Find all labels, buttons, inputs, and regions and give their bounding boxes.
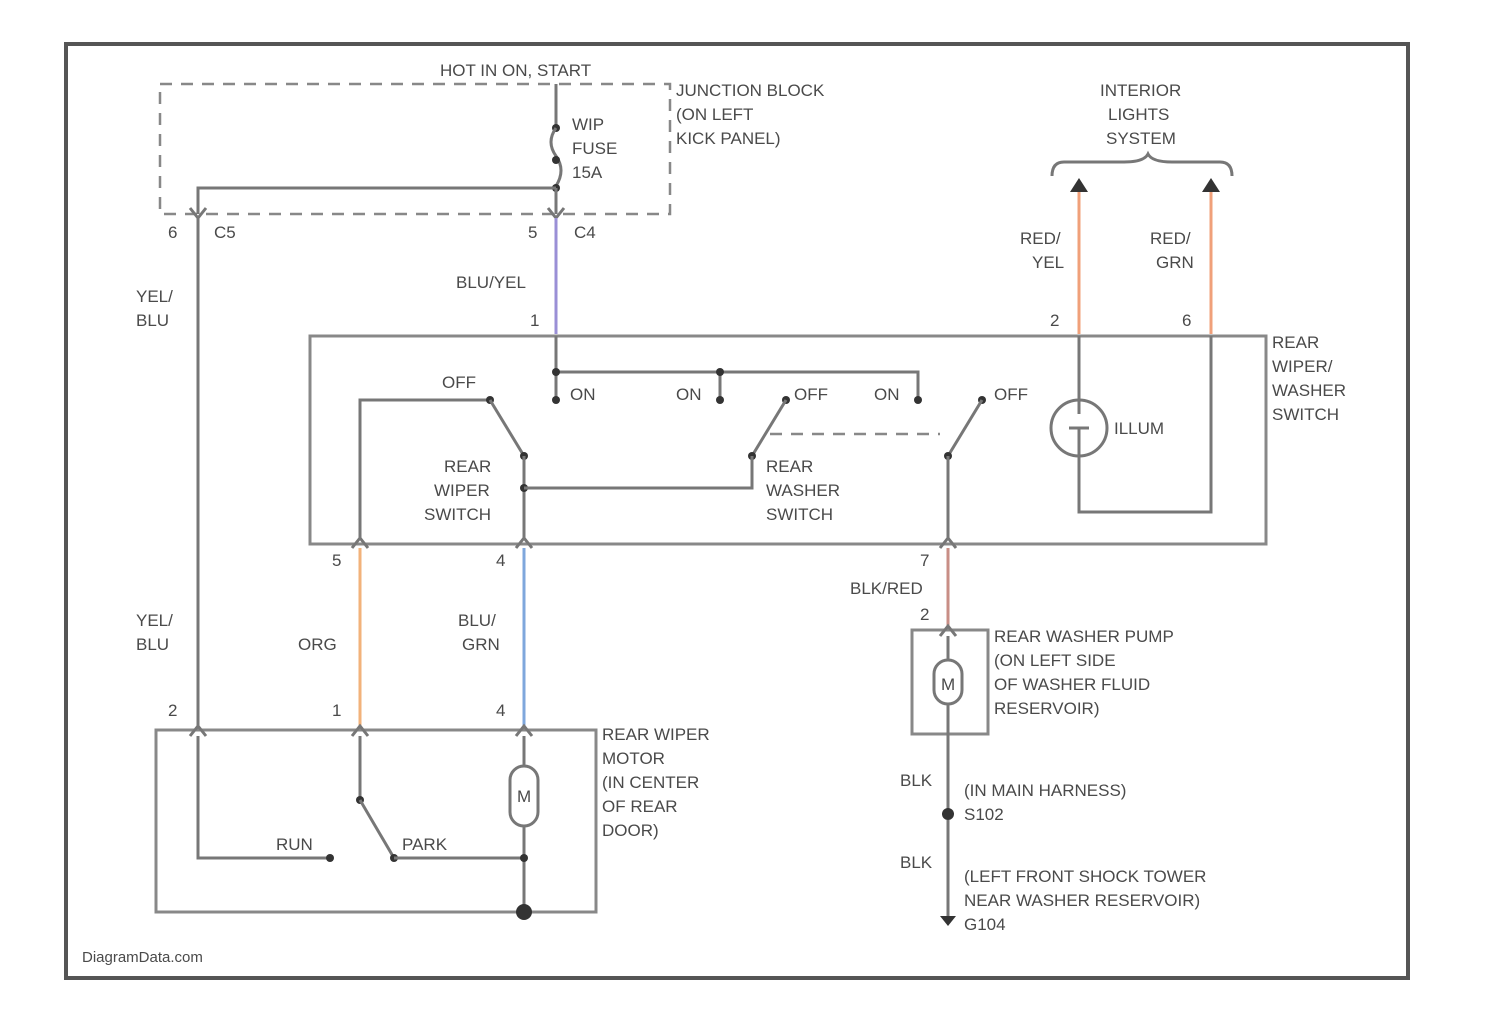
illum-label: ILLUM xyxy=(1114,419,1164,438)
pump-label-line4: RESERVOIR) xyxy=(994,699,1100,718)
bus-junction-1 xyxy=(552,368,560,376)
wiper-switch-blade xyxy=(490,400,524,456)
interior-lights-line3: SYSTEM xyxy=(1106,129,1176,148)
red-grn-line1: RED/ xyxy=(1150,229,1191,248)
watermark: DiagramData.com xyxy=(82,949,203,966)
blk-wire-1-label: BLK xyxy=(900,771,933,790)
connector-c5-label: C5 xyxy=(214,223,236,242)
switch-pin-1-label: 1 xyxy=(530,311,539,330)
pin-5-label: 5 xyxy=(528,223,537,242)
motor-ground-point xyxy=(516,904,532,920)
red-grn-line2: GRN xyxy=(1156,253,1194,272)
pump-label-line2: (ON LEFT SIDE xyxy=(994,651,1116,670)
fuse-to-c5-wire xyxy=(198,188,556,214)
motor-label-line2: MOTOR xyxy=(602,749,665,768)
run-label: RUN xyxy=(276,835,313,854)
illum-lamp-filament xyxy=(1069,400,1089,456)
rear-wiper-switch-line3: SWITCH xyxy=(424,505,491,524)
motor-label-line3: (IN CENTER xyxy=(602,773,699,792)
on-contact-2 xyxy=(716,396,724,404)
on-contact-3 xyxy=(914,396,922,404)
on-1-label: ON xyxy=(570,385,596,404)
fuse-label-line3: 15A xyxy=(572,163,603,182)
junction-block-label-line1: JUNCTION BLOCK xyxy=(676,81,825,100)
rear-washer-switch-line1: REAR xyxy=(766,457,813,476)
junction-block-label-line3: KICK PANEL) xyxy=(676,129,781,148)
on-contact-1 xyxy=(552,396,560,404)
motor-label-line1: REAR WIPER xyxy=(602,725,710,744)
fuse-label-line1: WIP xyxy=(572,115,604,134)
red-yel-line1: RED/ xyxy=(1020,229,1061,248)
pump-pin-2-label: 2 xyxy=(920,605,929,624)
main-harness-line2: S102 xyxy=(964,805,1004,824)
motor-label-line5: DOOR) xyxy=(602,821,659,840)
blu-yel-wire-label: BLU/YEL xyxy=(456,273,526,292)
bus-junction-2 xyxy=(716,368,724,376)
switch-pin-6-label: 6 xyxy=(1182,311,1191,330)
on-3-label: ON xyxy=(874,385,900,404)
pin-6-label: 6 xyxy=(168,223,177,242)
org-wire-label: ORG xyxy=(298,635,337,654)
yel-blu-top-line1: YEL/ xyxy=(136,287,173,306)
switch-pin-5-label: 5 xyxy=(332,551,341,570)
off-2-label: OFF xyxy=(794,385,828,404)
motor-pin-1-label: 1 xyxy=(332,701,341,720)
yel-blu-bottom-line2: BLU xyxy=(136,635,169,654)
wiper-motor-symbol: M xyxy=(517,787,531,806)
red-yel-line2: YEL xyxy=(1032,253,1064,272)
rear-wiper-switch-line1: REAR xyxy=(444,457,491,476)
motor-label-line4: OF REAR xyxy=(602,797,678,816)
interior-lights-bracket xyxy=(1052,154,1232,176)
blu-grn-line2: GRN xyxy=(462,635,500,654)
washer-pump-motor-symbol: M xyxy=(941,675,955,694)
switch-name-line2: WIPER/ xyxy=(1272,357,1333,376)
pump-label-line1: REAR WASHER PUMP xyxy=(994,627,1174,646)
pump-label-line3: OF WASHER FLUID xyxy=(994,675,1150,694)
off-3-label: OFF xyxy=(994,385,1028,404)
motor-pin-4-label: 4 xyxy=(496,701,505,720)
on-2-label: ON xyxy=(676,385,702,404)
blk-wire-2-label: BLK xyxy=(900,853,933,872)
park-switch-blade xyxy=(360,800,394,858)
park-junction xyxy=(520,854,528,862)
switch-pin-2-label: 2 xyxy=(1050,311,1059,330)
fuse-terminal-mid xyxy=(552,156,560,164)
switch-pin-4-label: 4 xyxy=(496,551,505,570)
blu-grn-line1: BLU/ xyxy=(458,611,496,630)
main-harness-line1: (IN MAIN HARNESS) xyxy=(964,781,1126,800)
park-label: PARK xyxy=(402,835,448,854)
pump-switch-blade xyxy=(948,400,982,456)
switch-name-line4: SWITCH xyxy=(1272,405,1339,424)
blk-red-wire-label: BLK/RED xyxy=(850,579,923,598)
ground-label-line1: (LEFT FRONT SHOCK TOWER xyxy=(964,867,1206,886)
ground-g104-icon xyxy=(940,916,956,926)
rear-wiper-switch-line2: WIPER xyxy=(434,481,490,500)
washer-switch-blade xyxy=(752,400,786,456)
fuse-label-line2: FUSE xyxy=(572,139,617,158)
interior-lights-arrow-right xyxy=(1202,178,1220,192)
off-1-label: OFF xyxy=(442,373,476,392)
connector-c4-label: C4 xyxy=(574,223,596,242)
interior-lights-line2: LIGHTS xyxy=(1108,105,1169,124)
junction-block-label-line2: (ON LEFT xyxy=(676,105,753,124)
interior-lights-arrow-left xyxy=(1070,178,1088,192)
rear-washer-switch-line2: WASHER xyxy=(766,481,840,500)
switch-bus-wire xyxy=(556,372,918,400)
washer-to-wiper-link xyxy=(524,456,752,488)
ground-label-line2: NEAR WASHER RESERVOIR) xyxy=(964,891,1200,910)
splice-s102 xyxy=(942,808,954,820)
ground-label-line3: G104 xyxy=(964,915,1006,934)
switch-name-line3: WASHER xyxy=(1272,381,1346,400)
switch-pin-7-label: 7 xyxy=(920,551,929,570)
yel-blu-top-line2: BLU xyxy=(136,311,169,330)
switch-name-line1: REAR xyxy=(1272,333,1319,352)
rear-wiper-motor-box xyxy=(156,730,596,912)
motor-pin-2-label: 2 xyxy=(168,701,177,720)
yel-blu-bottom-line1: YEL/ xyxy=(136,611,173,630)
rear-washer-switch-line3: SWITCH xyxy=(766,505,833,524)
run-contact xyxy=(326,854,334,862)
interior-lights-line1: INTERIOR xyxy=(1100,81,1181,100)
hot-in-on-start-label: HOT IN ON, START xyxy=(440,61,591,80)
